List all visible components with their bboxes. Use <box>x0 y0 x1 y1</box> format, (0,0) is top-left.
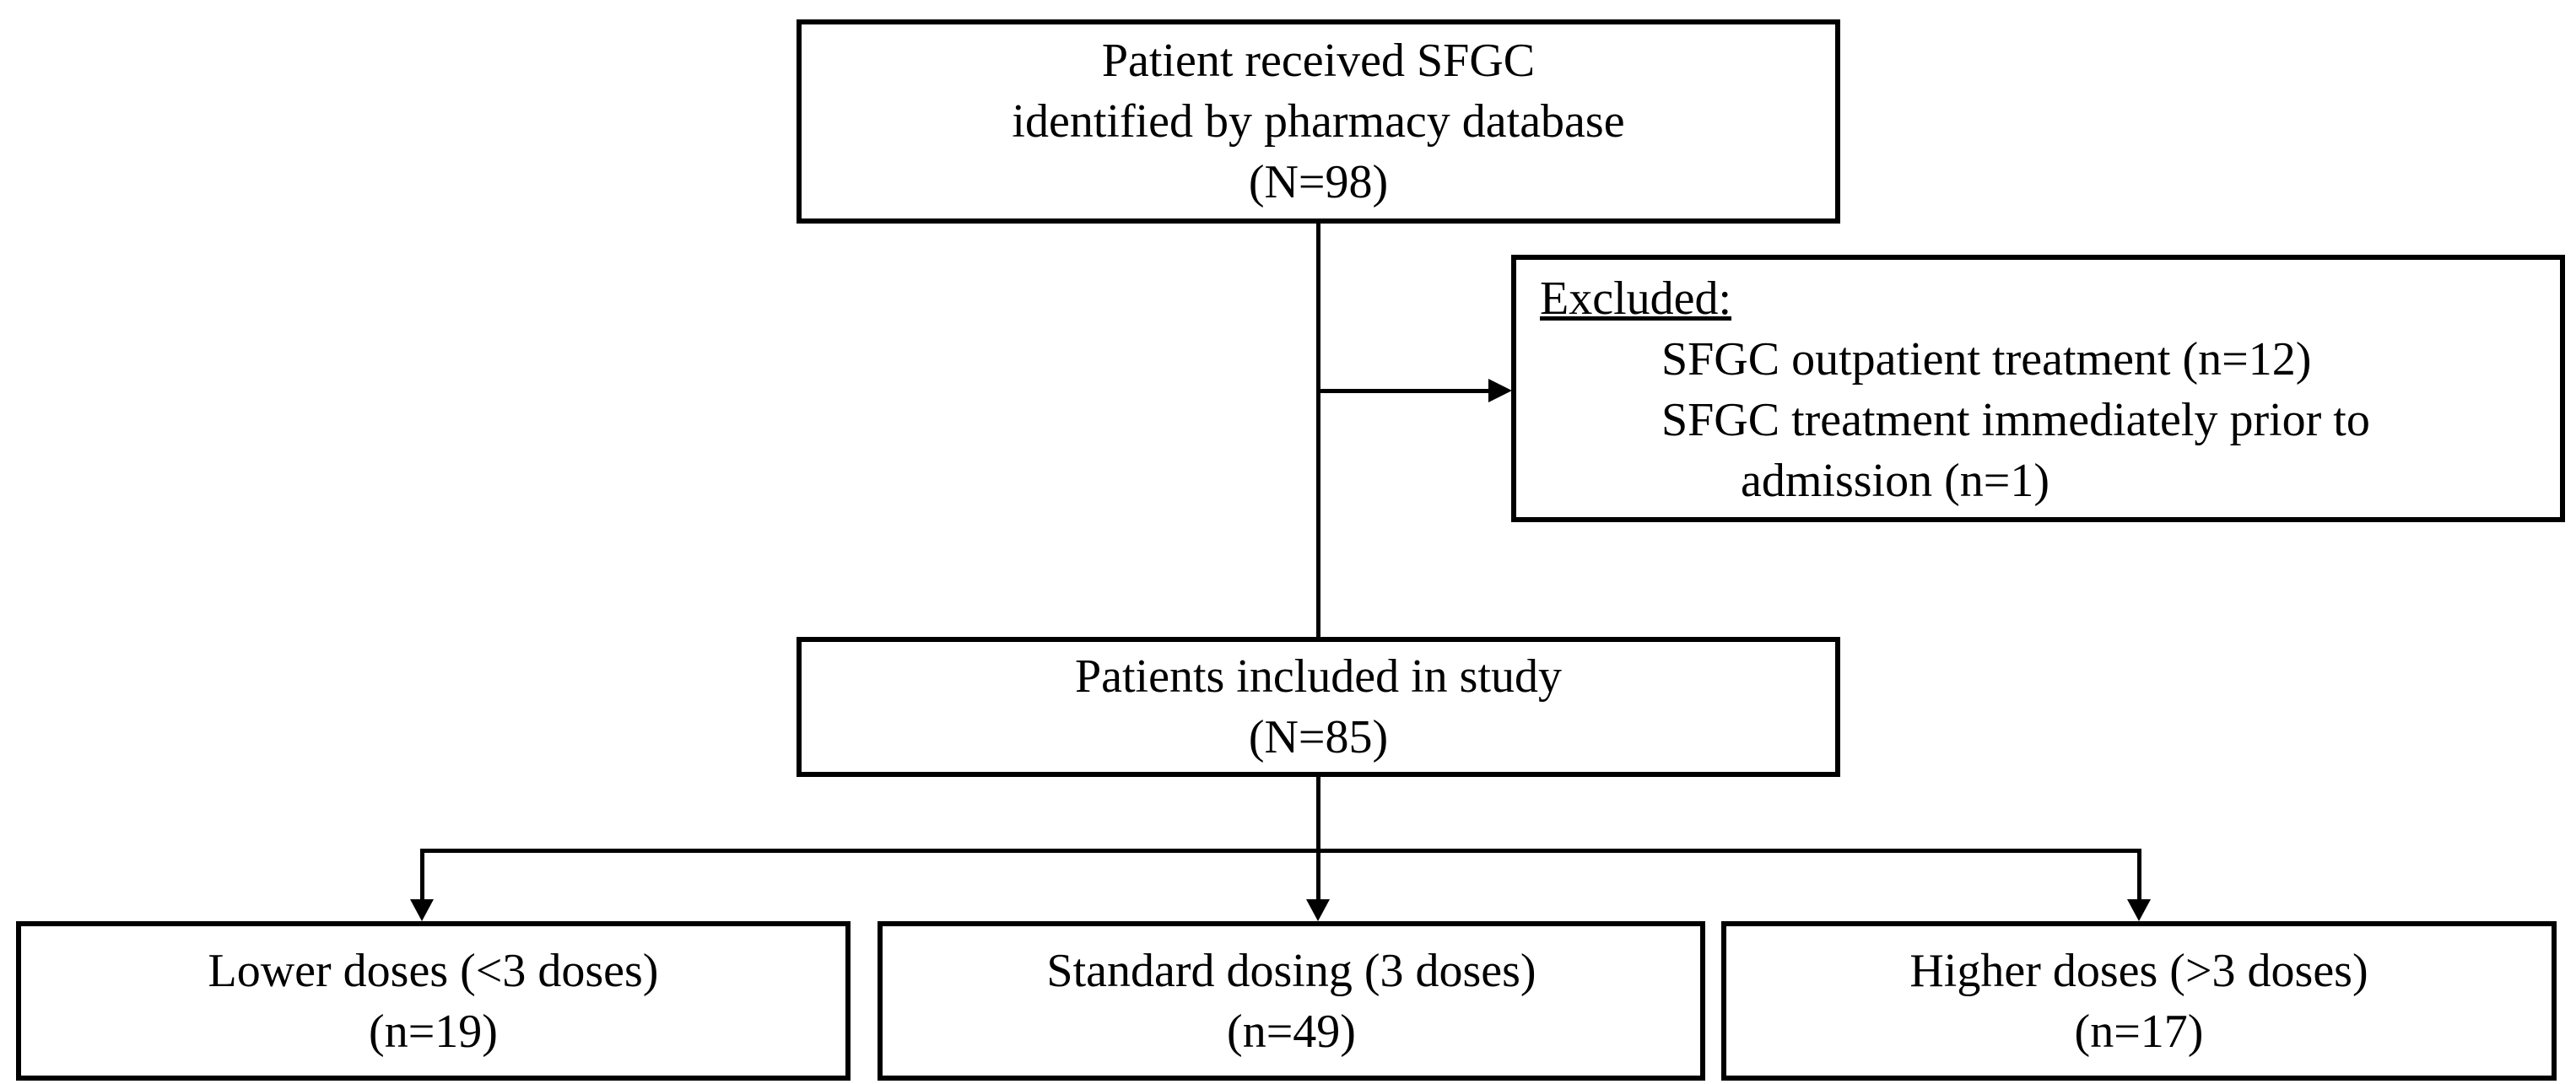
excluded-item: SFGC outpatient treatment (n=12) <box>1661 333 2312 386</box>
connector-split-horizontal <box>420 849 2141 853</box>
arrowhead-excluded-icon <box>1488 379 1512 402</box>
node-text-line: (n=17) <box>2074 1005 2204 1058</box>
node-text-line: Patient received SFGC <box>1101 35 1536 87</box>
arrowhead-standard-icon <box>1306 899 1330 921</box>
node-text-line: Lower doses (<3 doses) <box>208 944 659 997</box>
node-higher-doses: Higher doses (>3 doses) (n=17) <box>1721 921 2557 1081</box>
node-excluded: Excluded: SFGC outpatient treatment (n=1… <box>1511 255 2565 522</box>
node-patients-included: Patients included in study (N=85) <box>797 637 1840 777</box>
excluded-heading: Excluded: <box>1540 272 1732 325</box>
node-text-line: Higher doses (>3 doses) <box>1909 944 2368 997</box>
excluded-item: SFGC treatment immediately prior to admi… <box>1661 394 2370 507</box>
node-text-line: (n=49) <box>1227 1005 1356 1058</box>
node-text-line: (n=19) <box>369 1005 498 1058</box>
arrowhead-lower-icon <box>410 899 434 921</box>
node-text-line: (N=85) <box>1248 711 1389 763</box>
node-patient-received-sfgc: Patient received SFGC identified by phar… <box>797 19 1840 224</box>
connector-included-to-split <box>1316 775 1320 904</box>
arrowhead-higher-icon <box>2127 899 2151 921</box>
connector-excluded-branch <box>1318 389 1492 393</box>
connector-source-to-included <box>1316 222 1320 639</box>
node-text-line: identified by pharmacy database <box>1012 95 1625 148</box>
node-standard-dosing: Standard dosing (3 doses) (n=49) <box>878 921 1705 1081</box>
node-lower-doses: Lower doses (<3 doses) (n=19) <box>16 921 851 1081</box>
connector-drop-right <box>2137 849 2141 904</box>
node-text-line: Standard dosing (3 doses) <box>1046 944 1536 997</box>
connector-drop-left <box>420 849 424 904</box>
node-text-line: (N=98) <box>1248 156 1389 208</box>
node-text-line: Patients included in study <box>1074 650 1563 703</box>
